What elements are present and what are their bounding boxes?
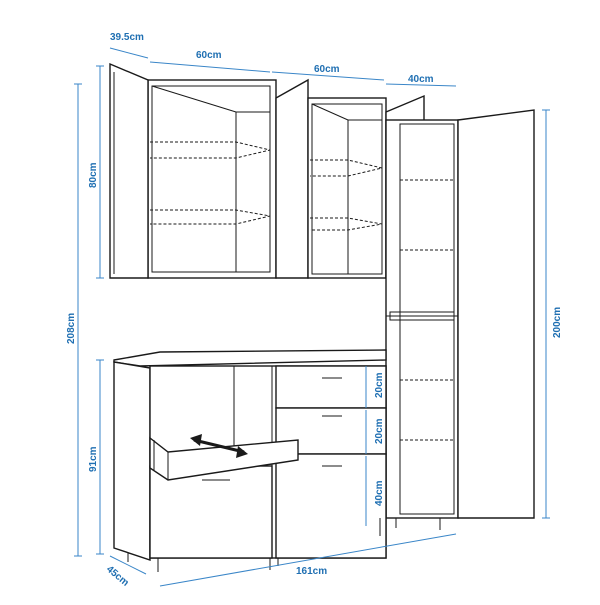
tall-cabinet: [385, 119, 459, 530]
dim-base-depth: 45cm: [104, 564, 131, 589]
tall-cabinet-door: [457, 109, 535, 519]
dim-wall-height: 80cm: [88, 162, 99, 188]
drawer-pull-arrow: [190, 434, 248, 458]
dim-base-height: 91cm: [88, 446, 99, 472]
dim-total-height: 208cm: [66, 313, 77, 344]
dim-total-width: 161cm: [296, 566, 327, 577]
dim-wall-width-2: 60cm: [314, 64, 340, 75]
dim-wall-width-1: 60cm: [196, 50, 222, 61]
dim-tall-width: 40cm: [408, 74, 434, 85]
dim-wall-depth: 39.5cm: [110, 32, 144, 43]
dim-drawer-1: 20cm: [374, 372, 385, 398]
wall-cabinet-left: [147, 79, 277, 279]
wall-cabinet-right: [307, 97, 387, 279]
wall-cabinet-middle-door: [275, 78, 309, 279]
base-unit: [113, 349, 387, 572]
wall-cabinet-left-door: [109, 62, 149, 279]
dim-drawer-2: 20cm: [374, 418, 385, 444]
dim-tall-height: 200cm: [552, 307, 563, 338]
dim-drawer-3: 40cm: [374, 480, 385, 506]
